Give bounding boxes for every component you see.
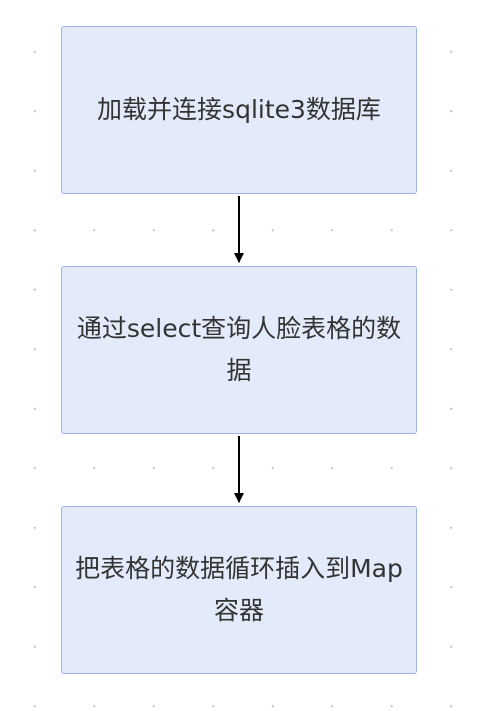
- flow-node-label: 把表格的数据循环插入到Map容器: [75, 554, 403, 625]
- flow-node-step-3: 把表格的数据循环插入到Map容器: [61, 506, 417, 674]
- flow-node-label: 加载并连接sqlite3数据库: [97, 95, 381, 124]
- flow-node-step-1: 加载并连接sqlite3数据库: [61, 26, 417, 194]
- flow-node-step-2: 通过select查询人脸表格的数据: [61, 266, 417, 434]
- flow-node-label: 通过select查询人脸表格的数据: [76, 314, 402, 385]
